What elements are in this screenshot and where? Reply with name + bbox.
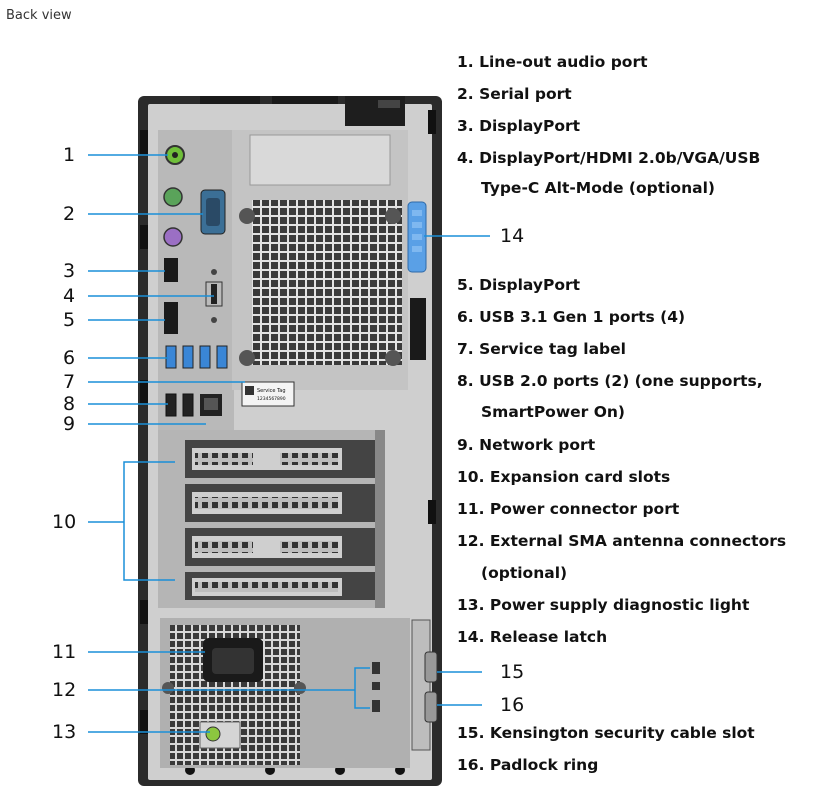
legend-item-12: 12. External SMA antenna connectors <box>457 532 787 550</box>
usb-2-ports <box>165 393 194 417</box>
legend-item-2: 2. Serial port <box>457 85 572 103</box>
callout-11: 11 <box>52 641 77 663</box>
callout-8: 8 <box>63 393 76 415</box>
expansion-card-slots <box>158 430 385 608</box>
legend-item-12-cont: (optional) <box>481 564 568 582</box>
callout-12: 12 <box>52 679 77 701</box>
ps2-keyboard-port <box>163 187 183 207</box>
callout-14: 14 <box>500 225 525 247</box>
legend-item-15: 15. Kensington security cable slot <box>457 724 755 742</box>
legend-item-16: 16. Padlock ring <box>457 756 599 774</box>
power-supply <box>160 618 438 768</box>
diagnostic-light <box>205 726 221 742</box>
legend-item-4: 4. DisplayPort/HDMI 2.0b/VGA/USB <box>457 149 761 167</box>
legend-item-10: 10. Expansion card slots <box>457 468 671 486</box>
usb-3-ports <box>165 345 228 369</box>
callout-3: 3 <box>63 260 76 282</box>
legend-item-1: 1. Line-out audio port <box>457 53 648 71</box>
legend-item-7: 7. Service tag label <box>457 340 626 358</box>
callout-2: 2 <box>63 203 76 225</box>
legend-item-8-cont: SmartPower On) <box>481 403 626 421</box>
callout-13: 13 <box>52 721 77 743</box>
legend-item-13: 13. Power supply diagnostic light <box>457 596 750 614</box>
legend-item-3: 3. DisplayPort <box>457 117 581 135</box>
legend-item-5: 5. DisplayPort <box>457 276 581 294</box>
io-panel <box>158 130 408 430</box>
displayport-1 <box>164 258 178 282</box>
callout-15: 15 <box>500 661 525 683</box>
callout-10: 10 <box>52 511 77 533</box>
release-latch <box>407 201 427 360</box>
ports <box>163 145 228 417</box>
ps2-mouse-port <box>163 227 183 247</box>
legend-item-11: 11. Power connector port <box>457 500 680 518</box>
callout-16: 16 <box>500 694 525 716</box>
callout-6: 6 <box>63 347 76 369</box>
service-tag-line1: Service Tag <box>257 388 286 394</box>
legend-item-6: 6. USB 3.1 Gen 1 ports (4) <box>457 308 686 326</box>
legend-item-8: 8. USB 2.0 ports (2) (one supports, <box>457 372 763 390</box>
page-title: Back view <box>6 8 72 23</box>
service-tag-line2: 1234567890 <box>257 396 286 402</box>
callout-5: 5 <box>63 309 76 331</box>
service-tag-label: Service Tag 1234567890 <box>241 381 295 407</box>
callout-7: 7 <box>63 371 76 393</box>
callout-9: 9 <box>63 413 76 435</box>
legend-item-14: 14. Release latch <box>457 628 608 646</box>
callout-lines <box>88 154 490 733</box>
legend-item-4-cont: Type-C Alt-Mode (optional) <box>481 179 715 197</box>
displayport-2 <box>164 302 178 334</box>
legend-item-9: 9. Network port <box>457 436 596 454</box>
callout-1: 1 <box>63 144 76 166</box>
callout-4: 4 <box>63 285 76 307</box>
